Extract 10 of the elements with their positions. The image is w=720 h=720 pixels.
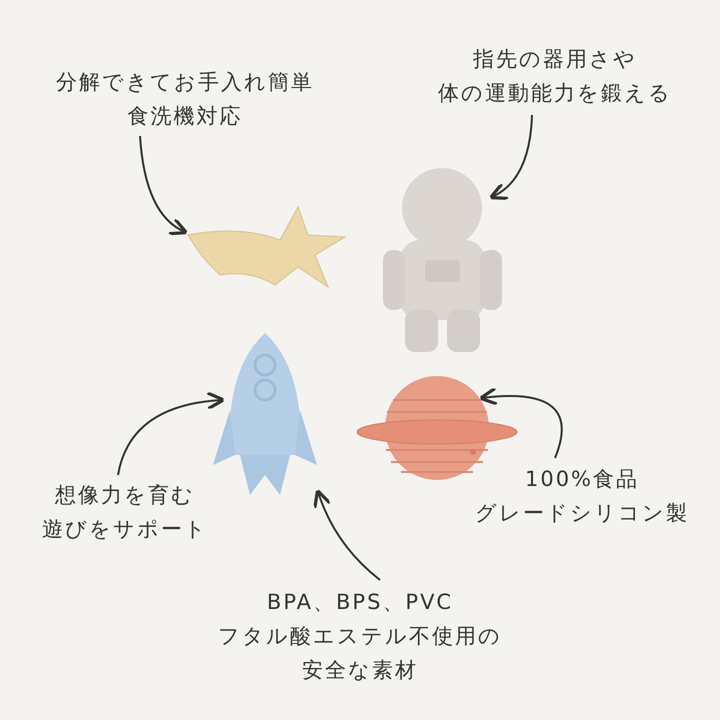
callout-text: BPA、BPS、PVCフタル酸エステル不使用の安全な素材 [180,585,540,687]
callout-text: 分解できてお手入れ簡単食洗機対応 [35,65,335,133]
callout-text: 想像力を育む遊びをサポート [10,478,240,546]
arrow [139,136,188,234]
callout-text: 100%食品グレードシリコン製 [452,462,712,530]
callout-text: 指先の器用さや体の運動能力を鍛える [405,42,705,110]
arrow [117,392,226,476]
arrow [488,114,533,200]
arrow [478,387,563,458]
arrow [314,488,381,581]
